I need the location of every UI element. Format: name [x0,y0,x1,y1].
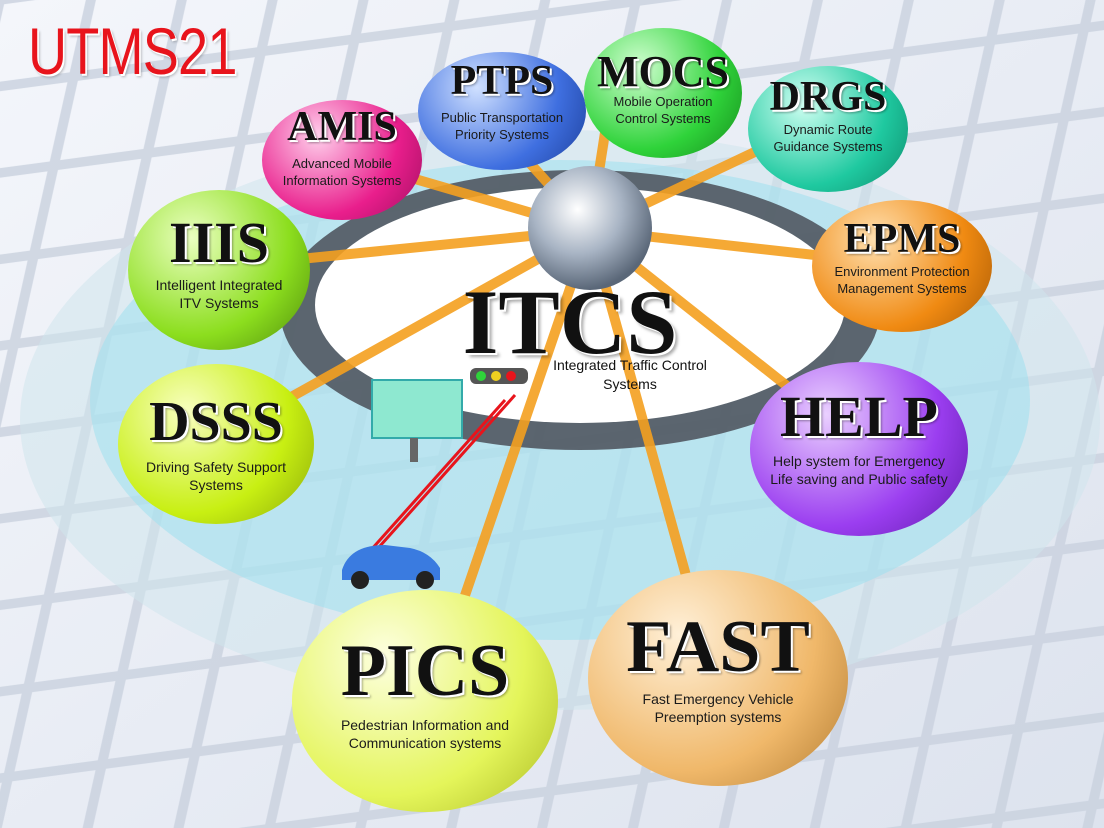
node-desc-line: Intelligent Integrated [155,277,283,293]
traffic-signal-scene [360,368,528,561]
node-desc: Advanced Mobile Information Systems [262,156,422,190]
node-desc-line: Communication systems [348,735,502,752]
node-desc: Public Transportation Priority Systems [418,110,586,144]
car-icon [342,545,440,589]
node-abbr: MOCS [597,47,729,96]
center-node: ITCS [440,276,700,368]
node-desc: Pedestrian Information and Communication… [292,716,558,752]
node-desc-line: Mobile Operation [613,94,713,109]
node-desc-line: Management Systems [837,280,967,296]
hub-sphere [528,166,652,290]
node-amis: AMIS Advanced Mobile Information Systems [262,100,422,220]
center-node-abbr: ITCS [462,271,678,373]
node-desc-line: Help system for Emergency [773,453,945,469]
node-ptps: PTPS Public Transportation Priority Syst… [418,52,586,170]
node-desc-line: Control Systems [615,110,711,126]
node-abbr: FAST [626,606,810,688]
node-desc-line: Dynamic Route [783,122,873,137]
center-desc-line: Systems [603,375,657,392]
node-drgs: DRGS Dynamic Route Guidance Systems [748,66,908,192]
node-desc-line: Systems [189,477,243,494]
center-node-desc: Integrated Traffic Control Systems [520,356,740,394]
node-desc-line: Life saving and Public safety [770,471,948,488]
node-abbr: IIIS [169,210,269,275]
node-desc-line: Fast Emergency Vehicle [642,691,794,707]
node-mocs: MOCS Mobile Operation Control Systems [584,28,742,158]
node-desc-line: ITV Systems [179,295,259,312]
node-fast: FAST Fast Emergency Vehicle Preemption s… [588,570,848,786]
node-desc: Intelligent Integrated ITV Systems [128,276,310,312]
node-desc-line: Priority Systems [455,126,549,142]
node-abbr: DSSS [149,391,283,453]
node-desc-line: Preemption systems [654,709,782,726]
node-pics: PICS Pedestrian Information and Communic… [292,590,558,812]
node-dsss: DSSS Driving Safety Support Systems [118,364,314,524]
node-desc: Driving Safety Support Systems [118,458,314,494]
center-desc-line: Integrated Traffic Control [553,357,707,373]
page-title: UTMS21 [28,14,237,88]
node-abbr: PICS [340,630,510,712]
node-desc-line: Environment Protection [834,264,970,279]
node-desc-line: Driving Safety Support [145,459,287,475]
node-desc-line: Public Transportation [440,110,564,125]
node-abbr: PTPS [450,58,554,104]
node-desc: Environment Protection Management System… [812,264,992,298]
node-desc: Dynamic Route Guidance Systems [748,122,908,156]
node-desc: Help system for Emergency Life saving an… [750,452,968,488]
node-desc-line: Information Systems [282,172,402,188]
node-desc: Fast Emergency Vehicle Preemption system… [588,690,848,726]
node-desc-line: Pedestrian Information and [340,717,510,733]
node-desc: Mobile Operation Control Systems [584,94,742,128]
node-epms: EPMS Environment Protection Management S… [812,200,992,332]
node-help: HELP Help system for Emergency Life savi… [750,362,968,536]
node-iiis: IIIS Intelligent Integrated ITV Systems [128,190,310,350]
node-desc-line: Advanced Mobile [292,156,392,171]
node-abbr: AMIS [287,104,397,150]
node-abbr: EPMS [843,216,961,262]
node-abbr: DRGS [769,74,887,120]
node-abbr: HELP [780,384,938,449]
node-desc-line: Guidance Systems [773,138,883,154]
